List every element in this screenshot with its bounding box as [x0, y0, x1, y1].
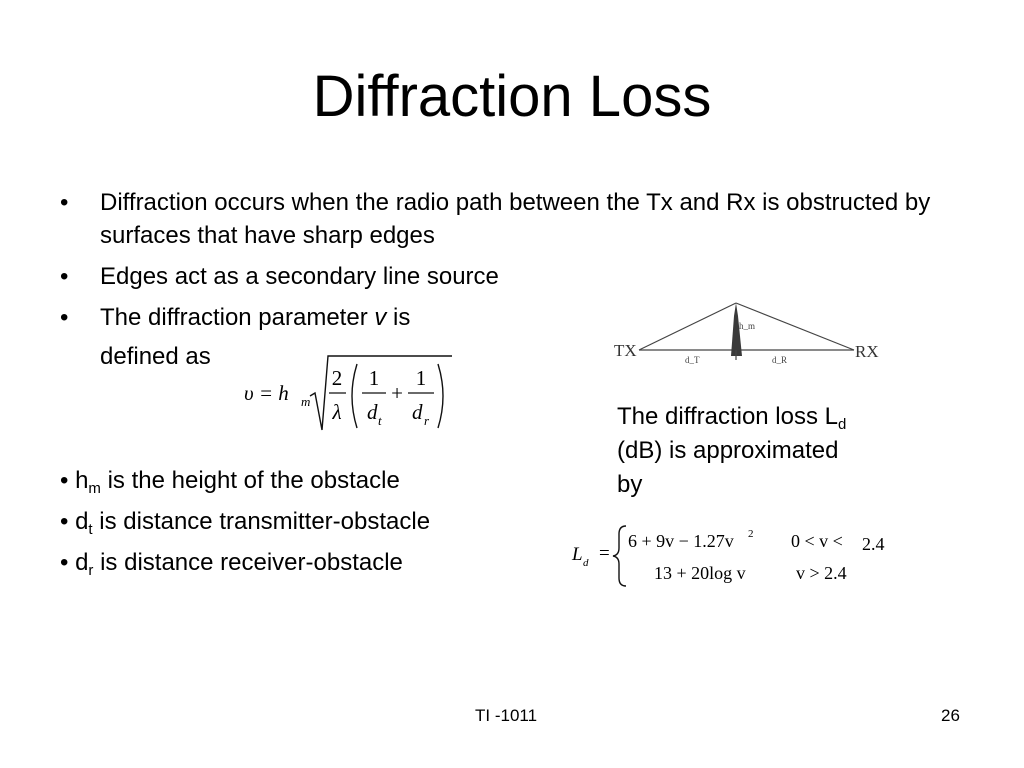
- left-brace: [612, 525, 627, 587]
- case2-expression: 13 + 20log v: [654, 563, 746, 583]
- ld-lhs: L: [571, 544, 583, 565]
- diffraction-loss-formula: L d = 6 + 9v − 1.27v 2 0 < v < 2.4 13 + …: [571, 525, 885, 587]
- dr-label: d_R: [772, 355, 787, 365]
- dt-label: d_T: [685, 355, 700, 365]
- bullet-italic-v: v: [374, 304, 387, 331]
- dr-sub: r: [424, 413, 430, 428]
- case1-limit: 2.4: [862, 534, 885, 554]
- formula-lhs-sub: m: [301, 394, 310, 409]
- bullet-marker: •: [60, 304, 69, 331]
- note-subscript: d: [838, 416, 847, 433]
- diffraction-loss-note: The diffraction loss Ld (dB) is approxim…: [617, 400, 907, 502]
- tx-to-edge-line: [638, 302, 737, 351]
- diffraction-parameter-formula: υ = h m 2 λ 1 d t + 1 d r: [244, 355, 452, 431]
- sqrt-sign: [309, 355, 452, 431]
- definition-symbol: • d: [60, 508, 89, 535]
- case2-condition: v > 2.4: [796, 563, 847, 583]
- tx-label: TX: [614, 341, 637, 360]
- definition-subscript: t: [88, 521, 93, 538]
- bullet-text: Diffraction occurs when the radio path b…: [100, 189, 931, 249]
- edge-to-rx-line: [735, 302, 855, 351]
- case1-expression: 6 + 9v − 1.27v: [628, 531, 734, 551]
- definition-text: is distance receiver-obstacle: [93, 549, 403, 576]
- left-paren: [351, 363, 358, 429]
- formula-lhs: υ = h: [244, 381, 289, 405]
- definition-symbol: • h: [60, 467, 89, 494]
- case1-condition: 0 < v <: [791, 531, 843, 551]
- dr: d: [412, 400, 423, 424]
- dt: d: [367, 400, 378, 424]
- note-line: The diffraction loss L: [617, 403, 839, 430]
- bullet-item: • The diffraction parameter v is: [60, 301, 940, 334]
- obstacle-shape: [731, 303, 742, 356]
- bullet-text: Edges act as a secondary line source: [100, 263, 499, 290]
- definition-item: • hm is the height of the obstacle: [60, 466, 430, 496]
- bullet-list: • Diffraction occurs when the radio path…: [60, 186, 940, 373]
- hm-label: h_m: [739, 321, 755, 331]
- bullet-marker: •: [60, 189, 69, 216]
- bullet-text: The diffraction parameter: [100, 304, 375, 331]
- definition-text: is the height of the obstacle: [100, 467, 400, 494]
- one-2: 1: [416, 366, 427, 390]
- bullet-item: • Diffraction occurs when the radio path…: [60, 186, 940, 252]
- one-1: 1: [369, 366, 380, 390]
- definition-subscript: r: [88, 562, 94, 579]
- footer-center-text: TI -1011: [475, 706, 538, 725]
- definition-subscript: m: [88, 480, 101, 497]
- slide-title: Diffraction Loss: [312, 64, 712, 129]
- bullet-continuation: defined as: [100, 343, 211, 370]
- rx-label: RX: [855, 342, 879, 361]
- frac-numerator: 2: [332, 366, 343, 390]
- note-line: by: [617, 471, 643, 498]
- definition-list: • hm is the height of the obstacle • dt …: [60, 466, 430, 589]
- definition-text: is distance transmitter-obstacle: [92, 508, 431, 535]
- ld-lhs-sub: d: [583, 557, 589, 569]
- note-line: (dB) is approximated: [617, 437, 839, 464]
- page-number: 26: [941, 706, 960, 725]
- ld-equals: =: [599, 543, 610, 564]
- definition-item: • dr is distance receiver-obstacle: [60, 548, 430, 578]
- bullet-text-after: is: [386, 304, 411, 331]
- frac-denominator: λ: [331, 400, 341, 424]
- dt-sub: t: [378, 413, 382, 428]
- knife-edge-diagram: TX RX h_m d_T d_R: [614, 302, 879, 365]
- bullet-item: • Edges act as a secondary line source: [60, 260, 940, 293]
- right-paren: [437, 363, 444, 429]
- plus-sign: +: [391, 381, 403, 405]
- case1-superscript: 2: [748, 528, 754, 540]
- definition-symbol: • d: [60, 549, 89, 576]
- bullet-marker: •: [60, 263, 69, 290]
- definition-item: • dt is distance transmitter-obstacle: [60, 507, 430, 537]
